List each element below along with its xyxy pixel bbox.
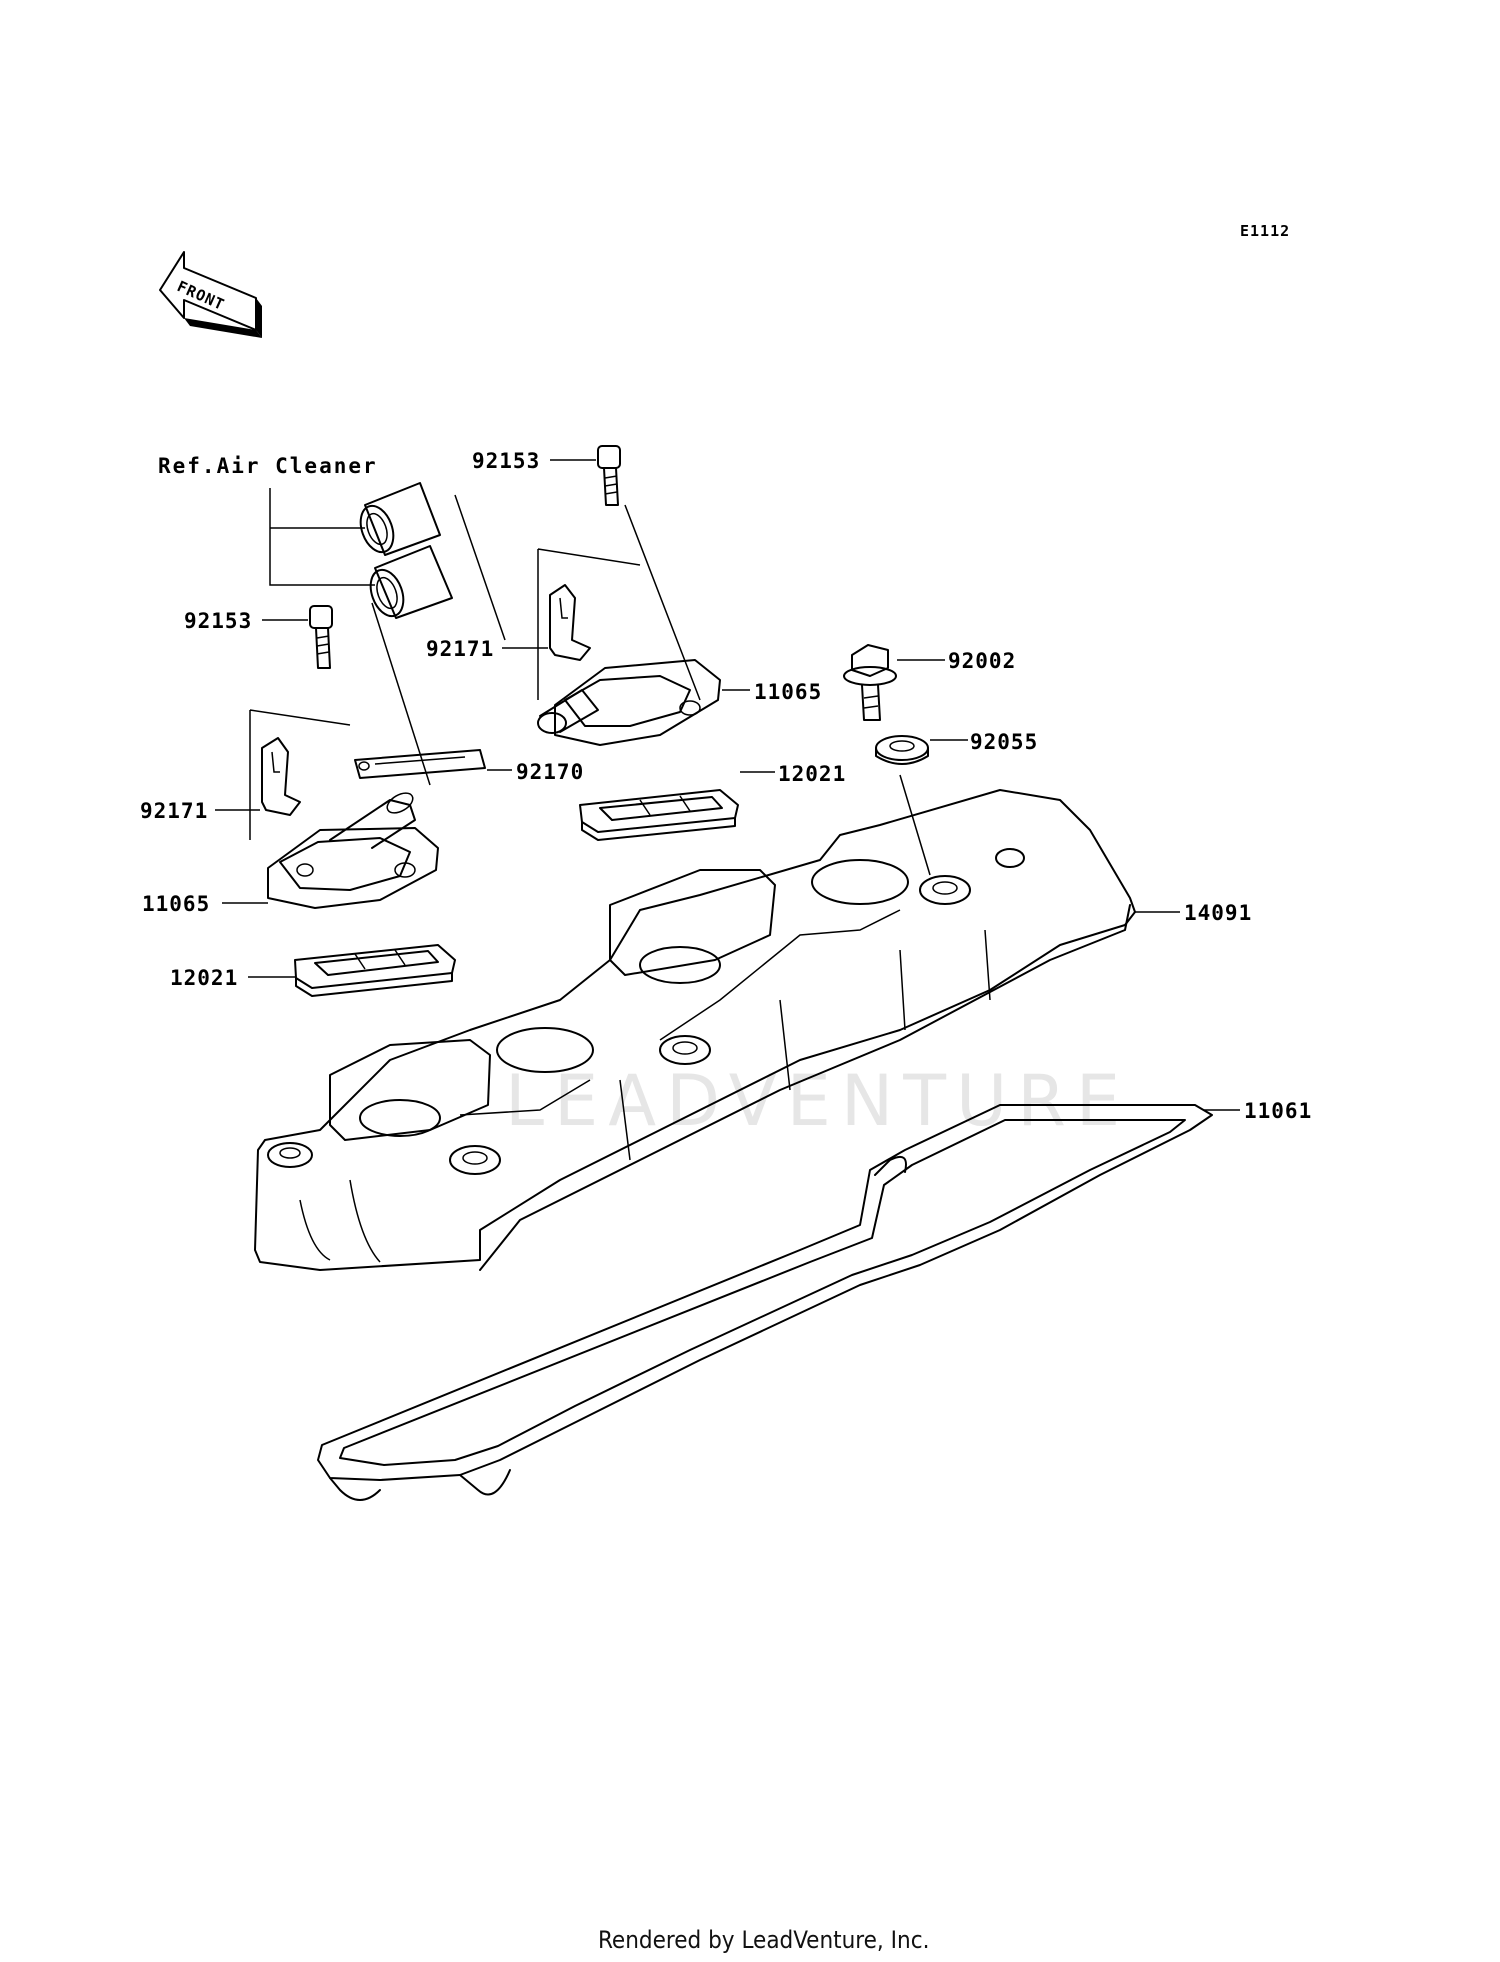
callout-flange-bolt: 92002 (948, 649, 1016, 673)
flange-bolt (843, 644, 897, 721)
callout-reed-valve-right: 12021 (778, 762, 846, 786)
reed-valve-right (579, 789, 739, 841)
diagram-code: E1112 (1240, 222, 1290, 240)
callout-valve-cover-right: 11065 (754, 680, 822, 704)
bracket-left (261, 737, 301, 816)
callout-cylinder-head-cover: 14091 (1184, 901, 1252, 925)
hose-lower (369, 545, 453, 619)
callout-bracket-left: 92171 (140, 799, 208, 823)
reference-bracket (269, 488, 375, 586)
callout-cover-gasket: 11061 (1244, 1099, 1312, 1123)
valve-cover-right (537, 659, 721, 746)
callout-grommet: 92055 (970, 730, 1038, 754)
front-arrow-icon: FRONT (159, 251, 262, 338)
callout-gasket-plate: 92170 (516, 760, 584, 784)
callout-valve-cover-left: 11065 (142, 892, 210, 916)
valve-cover-left (267, 792, 439, 909)
cylinder-head-cover (254, 789, 1136, 1271)
callout-reed-valve-left: 12021 (170, 966, 238, 990)
gasket-plate (354, 749, 486, 779)
bolt-right (597, 445, 621, 506)
bracket-right (549, 584, 591, 661)
callout-bracket-right: 92171 (426, 637, 494, 661)
reed-valve-left (294, 944, 456, 997)
hose-upper (359, 482, 441, 556)
callout-bolt-left: 92153 (184, 609, 252, 633)
watermark: LEADVENTURE (505, 1060, 1130, 1142)
bolt-left (309, 605, 333, 669)
footer-credit: Rendered by LeadVenture, Inc. (598, 1926, 929, 1954)
grommet (875, 735, 929, 765)
callout-bolt-right: 92153 (472, 449, 540, 473)
cover-gasket (317, 1104, 1213, 1501)
reference-note: Ref.Air Cleaner (158, 454, 378, 478)
